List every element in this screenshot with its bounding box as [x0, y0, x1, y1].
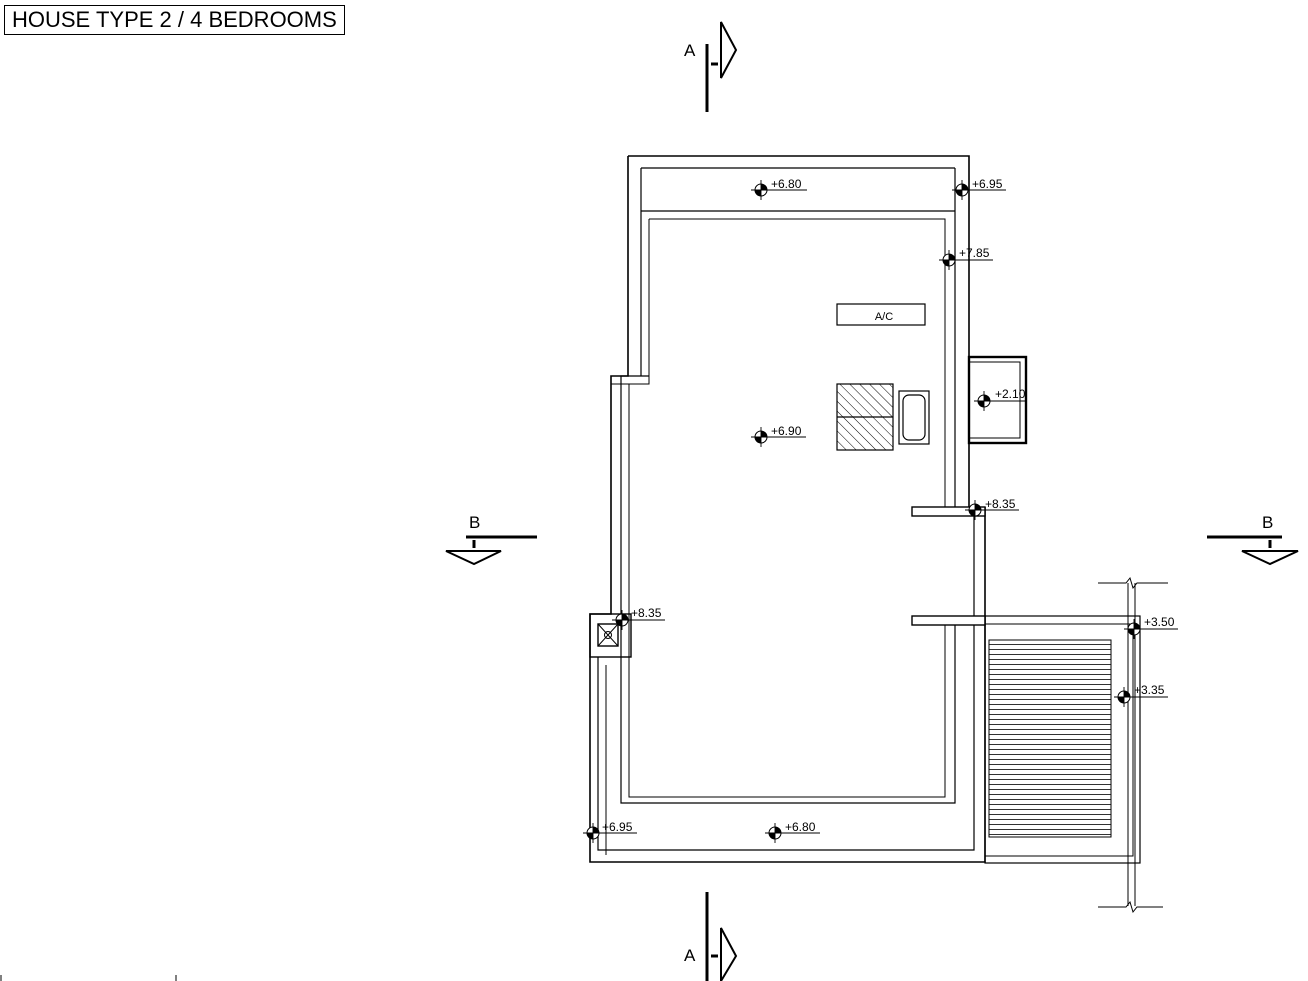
- section-marker-a-bottom: [705, 892, 738, 981]
- level-marker-chimney: [612, 610, 665, 630]
- level-label-wall-top-right: +7.85: [959, 246, 990, 260]
- water-tank: [898, 390, 930, 445]
- level-label-bottom-left-corner: +6.95: [602, 820, 633, 834]
- section-label-b-right: B: [1262, 513, 1273, 532]
- level-label-chimney: +8.35: [631, 606, 662, 620]
- drawing-title: HOUSE TYPE 2 / 4 BEDROOMS: [4, 5, 345, 35]
- level-marker-wall-top-right: [939, 250, 993, 270]
- level-label-side-box: +2.10: [995, 387, 1026, 401]
- level-label-stair-top: +3.50: [1144, 615, 1175, 629]
- edge-ticks: [0, 975, 177, 981]
- solar-panel: [836, 383, 894, 451]
- level-marker-stair-top: [1124, 619, 1178, 639]
- level-label-parapet-top: +6.80: [771, 177, 802, 191]
- level-marker-stair-wall: [965, 500, 1019, 520]
- staircase: [984, 583, 1141, 906]
- roof-slab: [605, 218, 946, 855]
- chimney: [589, 613, 632, 658]
- ac-label: A/C: [875, 311, 893, 323]
- section-marker-b-left: [445, 535, 537, 566]
- level-label-stair-bottom: +3.35: [1134, 683, 1165, 697]
- level-markers: [583, 180, 1178, 843]
- break-line-bottom: [1098, 900, 1163, 914]
- level-marker-parapet-bottom: [765, 823, 820, 843]
- level-label-parapet-bottom: +6.80: [785, 820, 816, 834]
- section-label-a-top: A: [684, 41, 696, 60]
- level-label-top-right-corner: +6.95: [972, 177, 1003, 191]
- ac-box: [836, 303, 926, 326]
- level-marker-roof-slab: [751, 427, 806, 447]
- level-label-roof-slab: +6.90: [771, 424, 802, 438]
- section-label-b-left: B: [469, 513, 480, 532]
- level-marker-top-right-corner: [952, 180, 1006, 200]
- section-marker-a-top: [705, 21, 738, 112]
- level-marker-parapet-top: [751, 180, 807, 200]
- break-line-top: [1098, 576, 1168, 590]
- inner-wall: [597, 167, 975, 851]
- side-box: [967, 355, 1028, 445]
- section-label-a-bottom: A: [684, 946, 696, 965]
- level-marker-bottom-left-corner: [583, 823, 637, 843]
- level-marker-stair-bottom: [1114, 687, 1168, 707]
- section-marker-b-right: [1207, 535, 1299, 566]
- level-label-stair-wall: +8.35: [985, 497, 1016, 511]
- level-marker-side-box: [974, 391, 1026, 411]
